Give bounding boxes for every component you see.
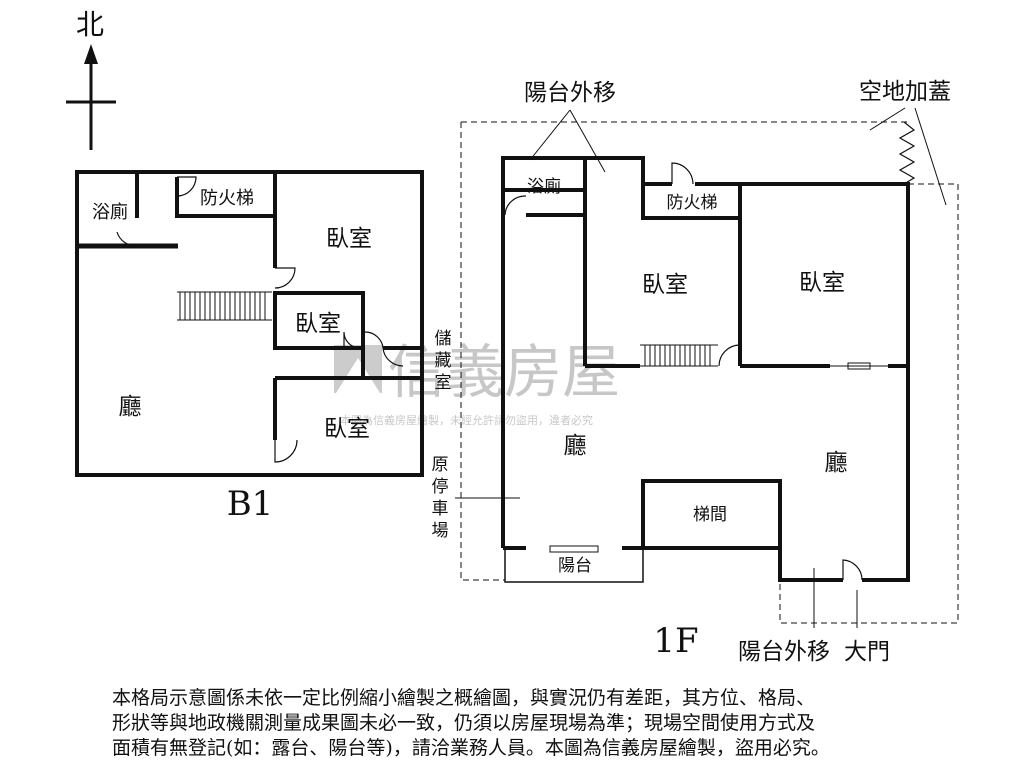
b1-storage-label-2: 藏 xyxy=(435,351,452,371)
b1-storage-label-1: 儲 xyxy=(435,329,452,349)
f1-plan xyxy=(455,107,959,628)
f1-orig-parking-label-2: 停 xyxy=(432,477,449,497)
f1-stairs xyxy=(640,344,718,367)
f1-leader-lines xyxy=(455,107,947,628)
f1-balcony-label: 陽台 xyxy=(558,556,592,576)
watermark: 信義房屋 本圖為信義房屋繪製，未經允許請勿盜用，違者必究 xyxy=(334,338,620,427)
f1-doors xyxy=(504,162,863,581)
f1-balcony-moved-top-label: 陽台外移 xyxy=(524,80,616,106)
b1-bedroom-a-label: 臥室 xyxy=(326,226,372,252)
f1-caption: 1F xyxy=(653,621,698,661)
north-arrow: 北 xyxy=(66,8,116,150)
disclaimer-line-1: 本格局示意圖係未依一定比例縮小繪製之概繪圖，與實況仍有差距，其方位、格局、 xyxy=(112,687,816,709)
disclaimer-line-3: 面積有無登記(如：露台、陽台等)，請洽業務人員。本圖為信義房屋繪製，盜用必究。 xyxy=(112,737,830,759)
b1-stairs xyxy=(177,291,272,321)
f1-stair-room-label: 梯間 xyxy=(693,505,727,525)
f1-zigzag-extension xyxy=(898,121,916,185)
watermark-note: 本圖為信義房屋繪製，未經允許請勿盜用，違者必究 xyxy=(340,413,593,427)
f1-bedroom-b-label: 臥室 xyxy=(799,270,845,296)
f1-balcony-moved-bottom-label: 陽台外移 xyxy=(738,639,830,665)
f1-bathroom-label: 浴廁 xyxy=(527,176,561,197)
north-label: 北 xyxy=(76,8,104,41)
disclaimer: 本格局示意圖係未依一定比例縮小繪製之概繪圖，與實況仍有差距，其方位、格局、 形狀… xyxy=(112,686,932,761)
b1-bedroom-c-label: 臥室 xyxy=(324,416,370,442)
b1-doors xyxy=(116,176,404,463)
f1-main-door-label: 大門 xyxy=(844,639,890,665)
f1-orig-parking-label-4: 場 xyxy=(432,521,449,541)
b1-bathroom-label: 浴廁 xyxy=(92,201,128,223)
f1-walls xyxy=(501,156,910,582)
b1-caption: B1 xyxy=(227,484,274,524)
b1-storage-label-3: 室 xyxy=(435,373,452,393)
f1-living-b-label: 廳 xyxy=(825,450,848,476)
b1-bedroom-b-label: 臥室 xyxy=(295,311,341,337)
b1-outer-wall xyxy=(75,170,424,477)
f1-orig-parking-label-1: 原 xyxy=(432,455,449,475)
f1-bedroom-a-label: 臥室 xyxy=(642,272,688,298)
f1-extension-outline xyxy=(460,121,959,624)
b1-fire-stairs-label: 防火梯 xyxy=(200,188,254,209)
f1-fire-stairs-label: 防火梯 xyxy=(667,193,718,213)
b1-plan xyxy=(75,170,424,477)
f1-orig-parking-label-3: 車 xyxy=(432,499,449,519)
f1-living-a-label: 廳 xyxy=(564,433,587,459)
b1-living-label: 廳 xyxy=(119,394,142,420)
brand-logo xyxy=(334,345,382,393)
f1-vacant-extension-label: 空地加蓋 xyxy=(859,79,951,105)
disclaimer-line-2: 形狀等與地政機關測量成果圖未必一致，仍須以房屋現場為準；現場空間使用方式及 xyxy=(112,712,816,734)
